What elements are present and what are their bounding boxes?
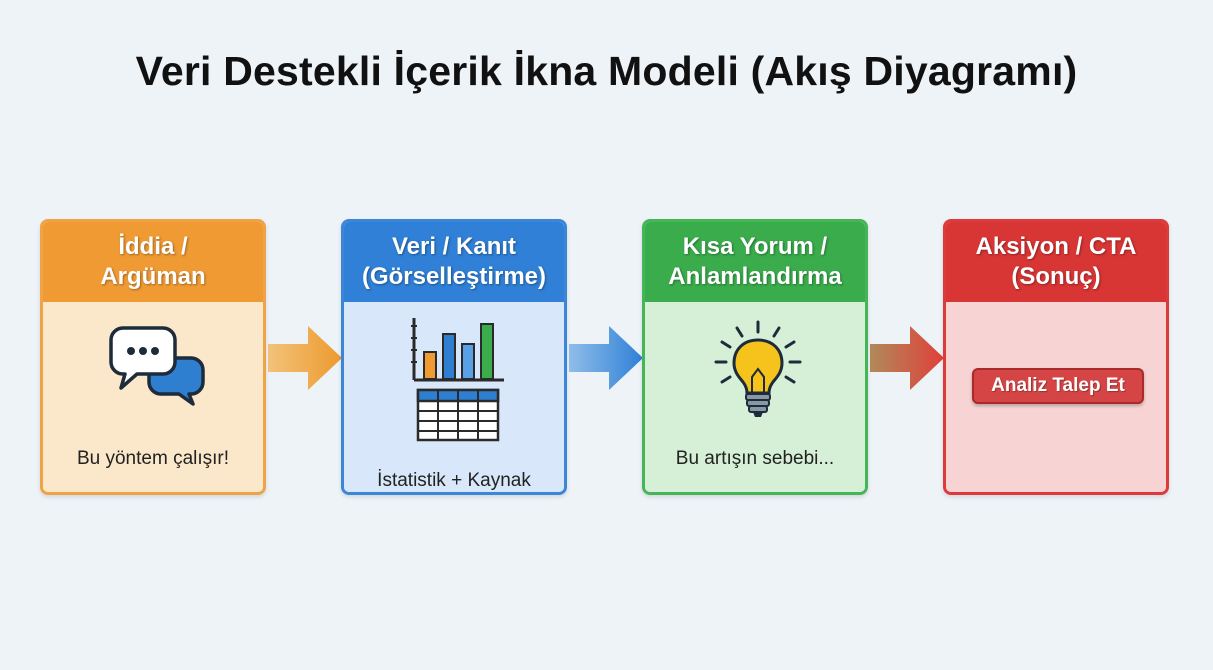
step-heading: Kısa Yorum / Anlamlandırma: [645, 222, 865, 302]
right-arrow-icon: [569, 326, 643, 390]
step-heading: Aksiyon / CTA (Sonuç): [946, 222, 1166, 302]
right-arrow-icon: [268, 326, 342, 390]
lightbulb-icon: [714, 320, 802, 417]
step-body: Bu artışın sebebi...: [645, 302, 865, 492]
step-card-data: Veri / Kanıt (Görselleştirme) İstatistik…: [341, 219, 567, 495]
step-caption: İstatistik + Kaynak: [377, 470, 531, 491]
step-caption: Bu yöntem çalışır!: [76, 448, 230, 469]
speech-bubbles-icon: [109, 326, 205, 406]
analiz-talep-et-button[interactable]: Analiz Talep Et: [972, 368, 1144, 404]
step-body: Analiz Talep Et: [946, 302, 1166, 492]
step-heading: Veri / Kanıt (Görselleştirme): [344, 222, 564, 302]
step-body: Bu yöntem çalışır!: [43, 302, 263, 492]
step-body: İstatistik + Kaynak: [344, 302, 564, 492]
step-heading: İddia / Argüman: [43, 222, 263, 302]
step-card-interpretation: Kısa Yorum / Anlamlandırma Bu artışın se…: [642, 219, 868, 495]
step-caption: Bu artışın sebebi...: [675, 448, 835, 469]
right-arrow-icon: [870, 326, 944, 390]
step-card-claim: İddia / Argüman Bu yöntem çalışır!: [40, 219, 266, 495]
page-title: Veri Destekli İçerik İkna Modeli (Akış D…: [135, 48, 1078, 94]
step-card-action: Aksiyon / CTA (Sonuç) Analiz Talep Et: [943, 219, 1169, 495]
bar-chart-table-icon: [411, 318, 504, 442]
